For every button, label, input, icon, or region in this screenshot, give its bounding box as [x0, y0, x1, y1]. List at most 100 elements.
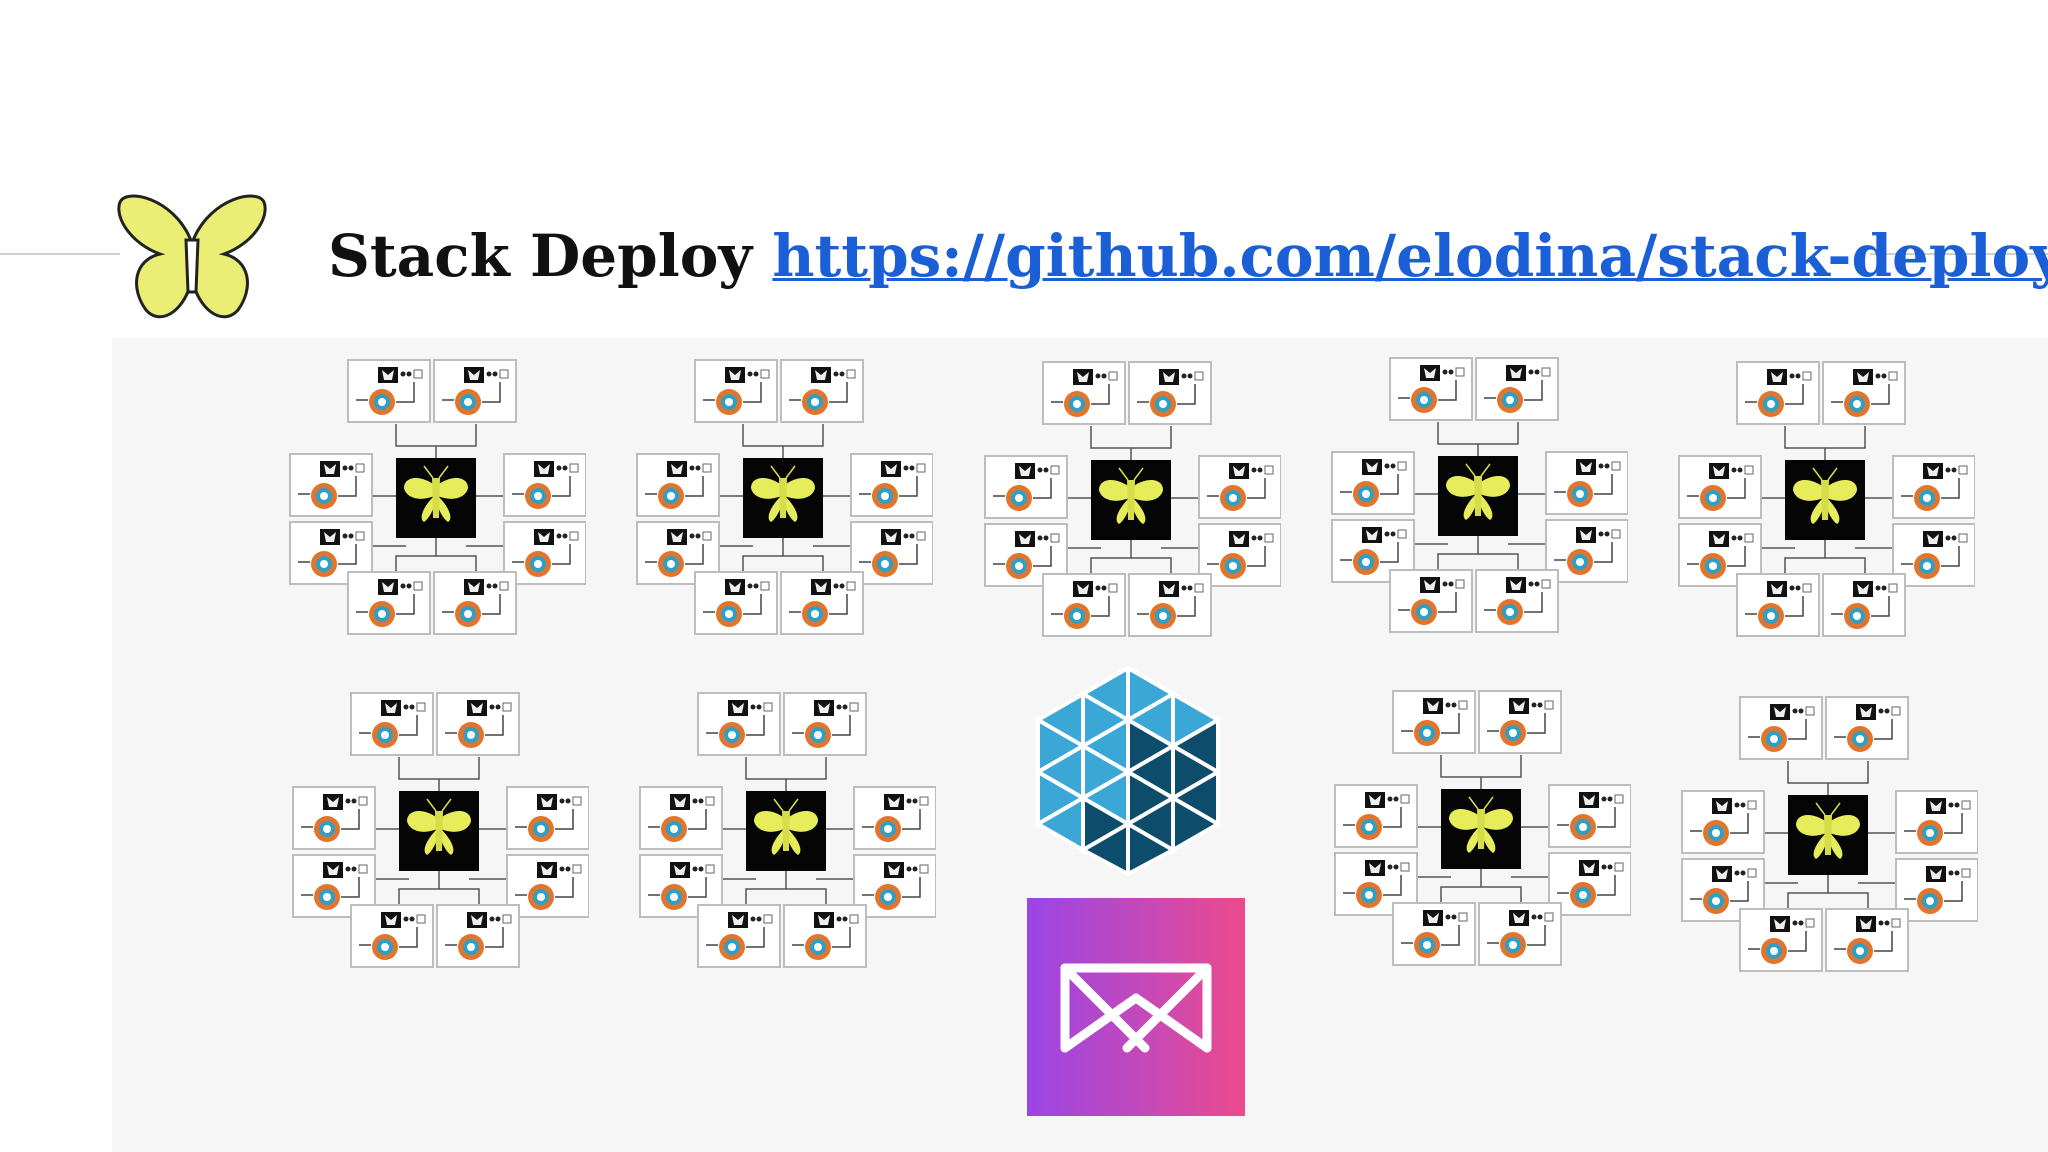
cluster-diagram — [633, 346, 933, 636]
cluster-node — [1392, 690, 1476, 754]
cluster-node — [984, 455, 1068, 519]
cluster-svg — [289, 359, 586, 635]
github-link[interactable]: https://github.com/elodina/stack-deploy — [772, 222, 2048, 290]
cluster-diagram — [981, 348, 1281, 638]
cluster-node — [1736, 361, 1820, 425]
cluster-node — [506, 786, 589, 850]
moth-icon — [1441, 789, 1521, 869]
cluster-node — [1475, 357, 1559, 421]
cluster-node — [1825, 908, 1909, 972]
cluster-node — [506, 854, 589, 918]
cluster-node — [1678, 455, 1762, 519]
cluster-node — [1678, 523, 1762, 587]
cluster-node — [289, 453, 373, 517]
blue-hexagon-logo-icon — [1034, 664, 1222, 878]
cluster-node — [347, 571, 431, 635]
moth-icon — [399, 791, 479, 871]
cluster-node — [1892, 523, 1975, 587]
purple-gradient-envelope-logo-icon — [1027, 898, 1245, 1116]
cluster-node — [636, 453, 720, 517]
cluster-node — [1892, 455, 1975, 519]
cluster-svg — [984, 361, 1281, 637]
title-text: Stack Deploy — [328, 222, 753, 290]
cluster-node — [1822, 573, 1906, 637]
moth-icon — [1785, 460, 1865, 540]
cluster-svg — [292, 692, 589, 968]
cluster-node — [1478, 690, 1562, 754]
cluster-node — [636, 521, 720, 585]
cluster-svg — [639, 692, 936, 968]
cluster-node — [1895, 790, 1978, 854]
cluster-node — [503, 453, 586, 517]
cluster-node — [1198, 455, 1281, 519]
cluster-diagram — [1678, 683, 1978, 973]
cluster-node — [1736, 573, 1820, 637]
cluster-node — [1331, 451, 1415, 515]
yellow-butterfly-icon — [112, 188, 272, 328]
cluster-diagram — [636, 679, 936, 969]
cluster-node — [850, 453, 933, 517]
cluster-node — [1198, 523, 1281, 587]
cluster-node — [783, 904, 867, 968]
cluster-diagram — [286, 346, 586, 636]
cluster-node — [1128, 573, 1212, 637]
cluster-node — [1478, 902, 1562, 966]
cluster-node — [1681, 790, 1765, 854]
cluster-node — [780, 571, 864, 635]
cluster-node — [697, 692, 781, 756]
cluster-node — [436, 692, 520, 756]
cluster-node — [1334, 784, 1418, 848]
cluster-node — [697, 904, 781, 968]
cluster-node — [1475, 569, 1559, 633]
cluster-node — [289, 521, 373, 585]
cluster-diagram — [1675, 348, 1975, 638]
moth-icon — [743, 458, 823, 538]
cluster-node — [984, 523, 1068, 587]
cluster-node — [433, 571, 517, 635]
cluster-node — [853, 786, 936, 850]
cluster-diagram — [1328, 344, 1628, 634]
cluster-node — [347, 359, 431, 423]
cluster-node — [850, 521, 933, 585]
cluster-node — [1042, 361, 1126, 425]
cluster-node — [350, 904, 434, 968]
moth-icon — [1438, 456, 1518, 536]
cluster-node — [433, 359, 517, 423]
cluster-node — [1825, 696, 1909, 760]
cluster-node — [639, 786, 723, 850]
cluster-node — [1389, 357, 1473, 421]
cluster-node — [292, 786, 376, 850]
title-rule-left — [0, 253, 120, 255]
cluster-node — [783, 692, 867, 756]
cluster-node — [1392, 902, 1476, 966]
cluster-diagram — [1331, 677, 1631, 967]
cluster-diagram — [289, 679, 589, 969]
cluster-svg — [1331, 357, 1628, 633]
cluster-node — [1822, 361, 1906, 425]
cluster-node — [1545, 451, 1628, 515]
cluster-node — [350, 692, 434, 756]
moth-icon — [746, 791, 826, 871]
moth-icon — [1091, 460, 1171, 540]
cluster-node — [853, 854, 936, 918]
cluster-node — [694, 571, 778, 635]
cluster-node — [1739, 908, 1823, 972]
cluster-node — [1895, 858, 1978, 922]
moth-icon — [1788, 795, 1868, 875]
cluster-node — [1042, 573, 1126, 637]
cluster-node — [1389, 569, 1473, 633]
cluster-svg — [1678, 361, 1975, 637]
slide-title: Stack Deploy https://github.com/elodina/… — [328, 218, 2048, 294]
cluster-node — [694, 359, 778, 423]
cluster-node — [780, 359, 864, 423]
cluster-node — [1128, 361, 1212, 425]
cluster-node — [1545, 519, 1628, 583]
cluster-svg — [1681, 696, 1978, 972]
cluster-node — [503, 521, 586, 585]
cluster-node — [436, 904, 520, 968]
cluster-node — [292, 854, 376, 918]
moth-icon — [396, 458, 476, 538]
cluster-node — [1739, 696, 1823, 760]
cluster-svg — [636, 359, 933, 635]
title-rule-right — [1870, 253, 2048, 255]
